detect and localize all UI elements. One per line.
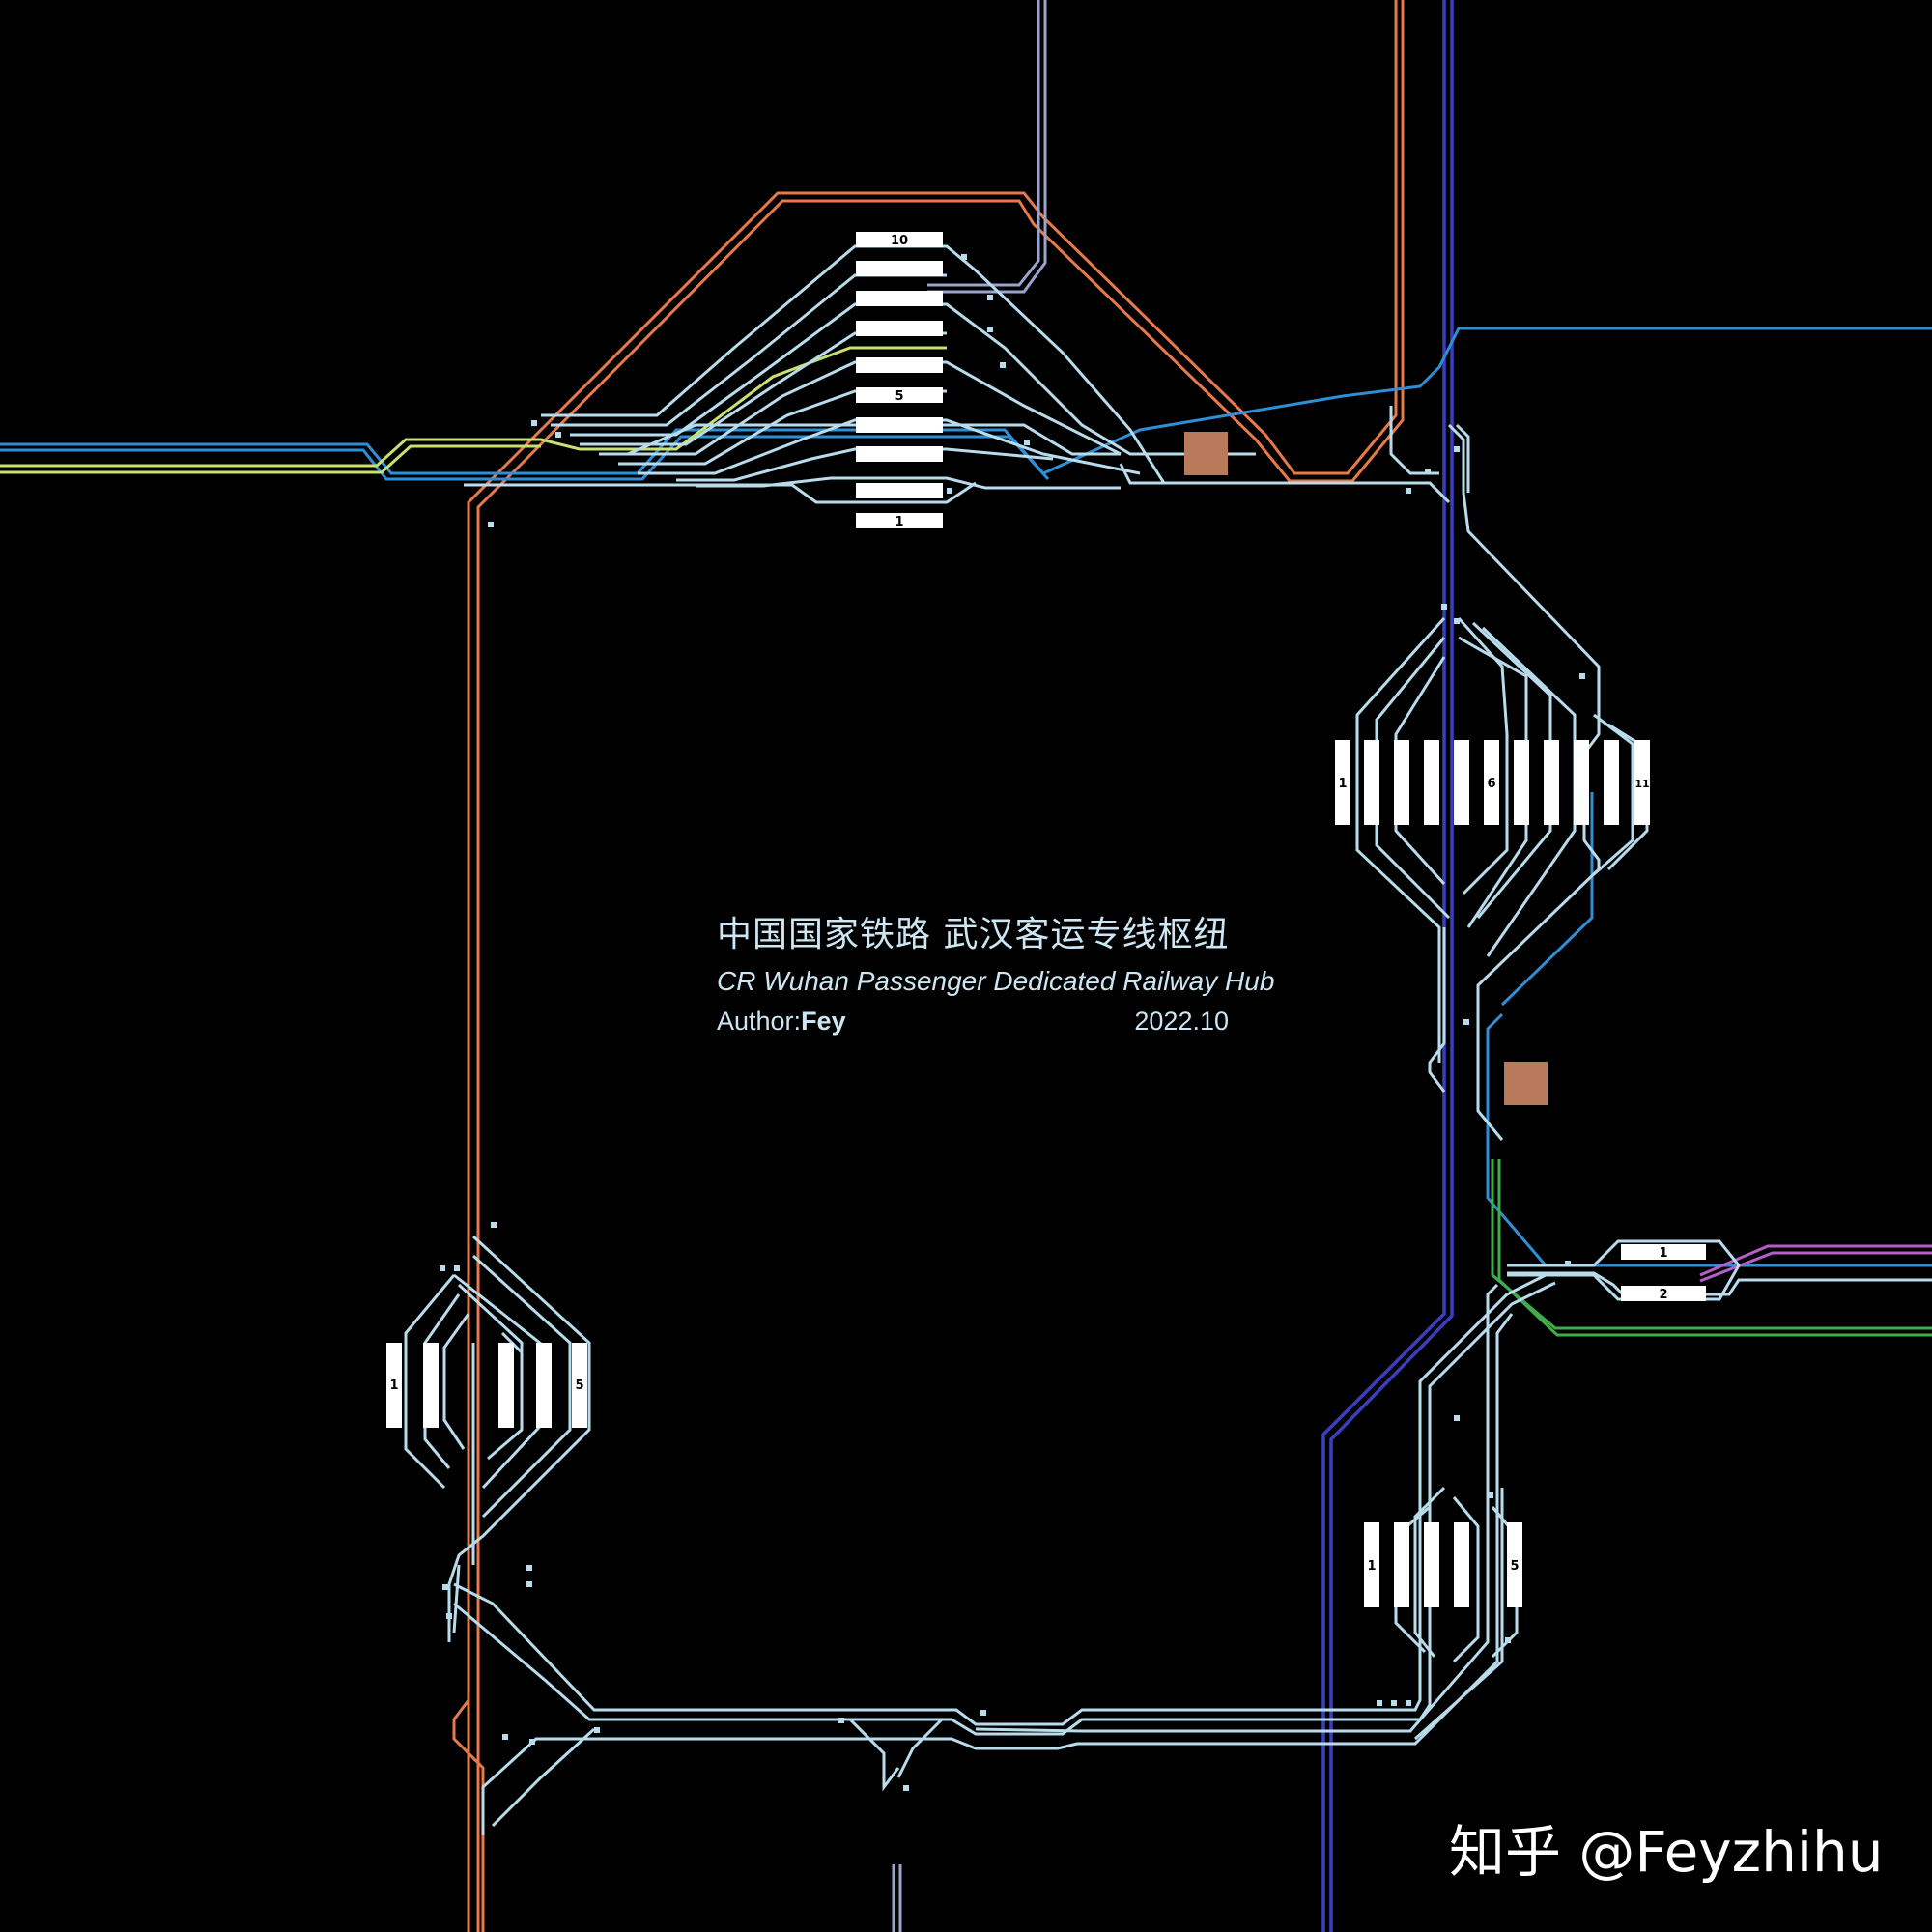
watermark: 知乎 @Feyzhihu [1449,1819,1884,1885]
small-east-platform [1621,1244,1706,1260]
north-platform [856,321,943,336]
west-platform-label-last: 5 [575,1378,583,1393]
north-platform-label-top: 10 [891,234,908,248]
north-platform-label-mid: 5 [895,389,903,404]
title-english: CR Wuhan Passenger Dedicated Railway Hub [717,966,1275,996]
west-platform-label-first: 1 [389,1378,398,1393]
signal-markers [440,254,1585,1791]
lavender-line [892,0,1047,1932]
east-platform-label-last: 11 [1634,778,1649,790]
east-platform [1364,740,1379,825]
southeast-platform-label-last: 5 [1510,1559,1519,1574]
southeast-station: 1 5 [1364,1522,1522,1607]
west-platform [423,1343,439,1428]
north-platform [856,483,943,498]
title-chinese: 中国国家铁路 武汉客运专线枢纽 [717,915,1230,954]
author: Author:Fey [717,1007,846,1037]
southeast-platform [1394,1522,1409,1607]
depot-north [1184,432,1228,475]
north-platform [856,387,943,403]
small-east-platform-label-2: 2 [1659,1288,1667,1302]
southeast-platform [1364,1522,1379,1607]
purple-line [1699,1244,1932,1283]
west-platform [386,1343,402,1428]
southeast-platform-label-first: 1 [1367,1559,1376,1574]
lime-line [0,346,947,474]
east-platform-label-first: 1 [1338,777,1347,791]
north-platform [856,513,943,528]
east-platform [1544,740,1559,825]
west-platform [572,1343,587,1428]
small-east-platform-label-1: 1 [1659,1246,1667,1261]
small-east-platform [1621,1286,1706,1301]
west-station: 1 5 [386,1343,587,1428]
author-name: Fey [801,1007,846,1036]
author-label: Author: [717,1007,802,1036]
east-platform [1574,740,1589,825]
west-platform [536,1343,552,1428]
title-meta: Author:Fey 2022.10 [717,1007,1229,1037]
north-station: 10 5 1 [856,232,943,529]
north-platform [856,261,943,276]
depot-east [1504,1062,1548,1105]
west-platform [498,1343,514,1428]
small-east-station: 1 2 [1621,1244,1706,1302]
title-block: 中国国家铁路 武汉客运专线枢纽 CR Wuhan Passenger Dedic… [717,906,1275,1037]
east-platform [1604,740,1619,825]
north-platform [856,417,943,433]
north-platform-label-bottom: 1 [895,515,903,529]
southeast-platform [1454,1522,1469,1607]
north-platform [856,232,943,247]
east-platform [1454,740,1469,825]
north-platform [856,357,943,373]
indigo-line [1321,0,1454,1932]
east-platform [1484,740,1499,825]
blue-line [0,327,1932,1267]
north-platform [856,446,943,462]
east-platform [1514,740,1529,825]
light-track-network [404,244,1932,1835]
green-line [1491,1159,1932,1337]
date: 2022.10 [1134,1007,1229,1036]
east-platform-label-mid: 6 [1487,777,1495,791]
east-station: 1 6 11 [1335,740,1650,825]
southeast-platform [1507,1522,1522,1607]
east-platform [1335,740,1350,825]
north-platform [856,291,943,306]
southeast-platform [1424,1522,1439,1607]
east-platform [1634,740,1650,825]
east-platform [1424,740,1439,825]
east-platform [1394,740,1409,825]
